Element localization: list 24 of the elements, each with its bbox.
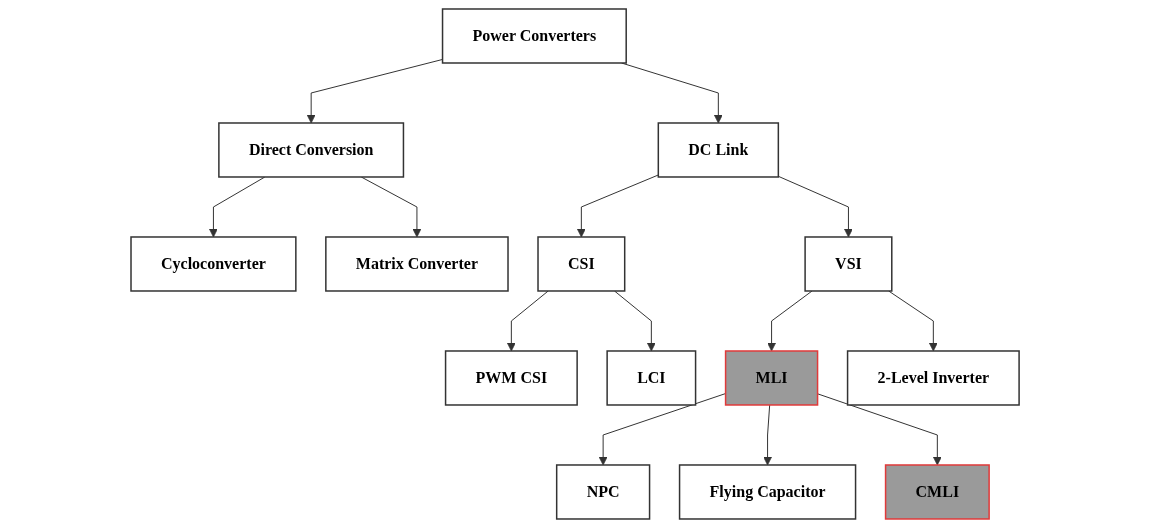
- arrow: [888, 290, 938, 351]
- node-box: PWM CSI: [444, 349, 578, 406]
- arrow: [306, 58, 443, 123]
- node-box: LCI: [606, 349, 697, 406]
- node-box: 2-Level Inverter: [846, 349, 1020, 406]
- node-box: Flying Capacitor: [678, 463, 857, 520]
- arrow: [576, 173, 659, 237]
- node-box: Power Converters: [441, 7, 627, 64]
- arrow: [763, 404, 772, 465]
- node-box: CSI: [537, 235, 626, 292]
- node-box: NPC: [555, 463, 651, 520]
- arrow: [506, 290, 549, 351]
- node-box: DC Link: [657, 121, 780, 178]
- arrow: [360, 176, 422, 237]
- node-box: MLI: [724, 349, 819, 406]
- node-box: Matrix Converter: [325, 235, 509, 292]
- node-box: Direct Conversion: [218, 121, 405, 178]
- arrow: [817, 392, 942, 465]
- node-box: Cycloconverter: [130, 235, 297, 292]
- node-box: VSI: [804, 235, 893, 292]
- arrow: [767, 290, 813, 351]
- node-box: CMLI: [884, 463, 990, 520]
- arrow: [209, 176, 266, 237]
- arrow: [777, 175, 853, 237]
